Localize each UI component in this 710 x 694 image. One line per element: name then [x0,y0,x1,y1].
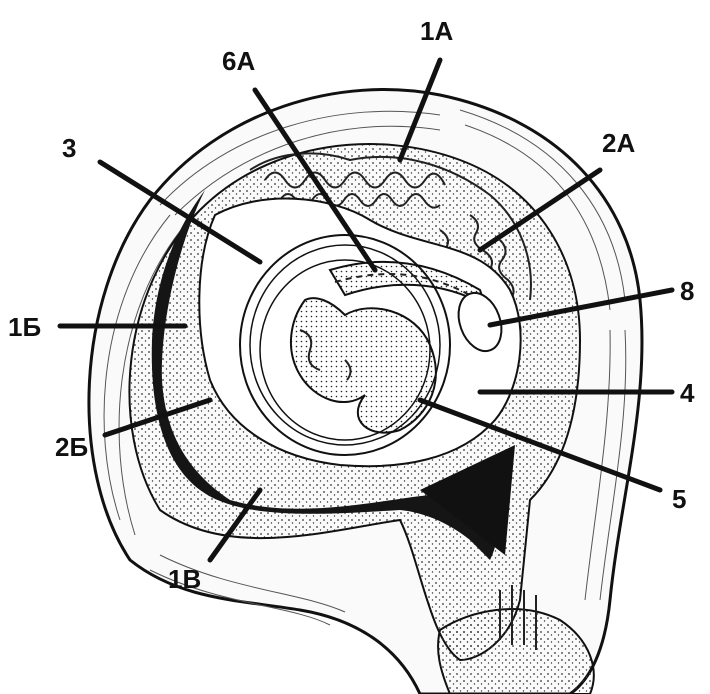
label-8: 8 [680,276,694,306]
label-3: 3 [62,133,76,163]
label-2B: 2Б [55,432,88,462]
label-1B: 1Б [8,312,41,342]
label-5: 5 [672,484,686,514]
label-6A: 6А [222,46,255,76]
label-2A: 2А [602,128,635,158]
label-1A: 1А [420,16,453,46]
label-1V: 1В [168,564,201,594]
label-4: 4 [680,378,695,408]
